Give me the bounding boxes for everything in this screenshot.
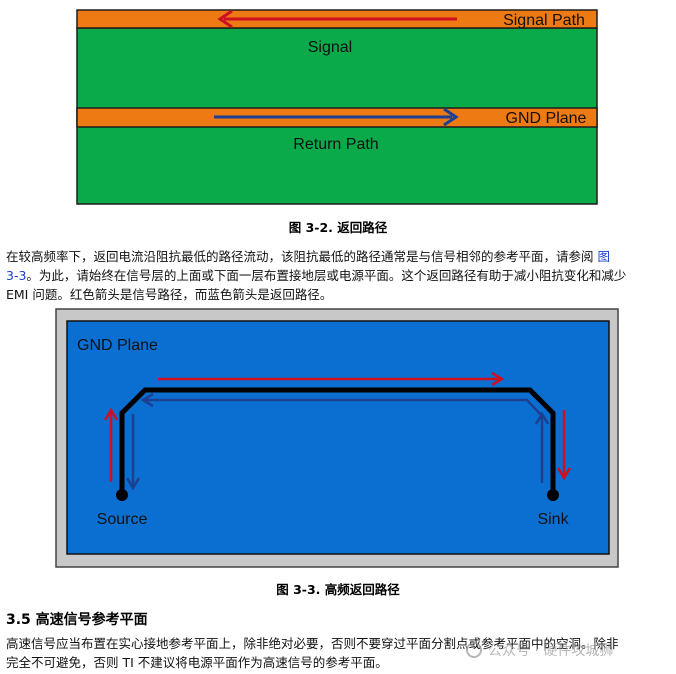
sink-label: Sink bbox=[537, 511, 569, 528]
figure-3-2-caption: 图 3-2. 返回路径 bbox=[288, 220, 388, 235]
section-heading: 3.5 高速信号参考平面 bbox=[6, 612, 148, 628]
paragraph-line-2: 3-3。为此，请始终在信号层的上面或下面一层布置接地层或电源平面。这个返回路径有… bbox=[6, 268, 627, 283]
figure-ref-link[interactable]: 图 bbox=[597, 249, 610, 264]
body-paragraph-2: 高速信号应当布置在实心接地参考平面上，除非绝对必要，否则不要穿过平面分割点或参考… bbox=[6, 634, 666, 672]
return-arrow-left-head bbox=[140, 392, 154, 408]
return-path-figure: Signal Path Signal GND Plane Return Path bbox=[76, 9, 598, 205]
return-arrow-down-head bbox=[125, 477, 141, 491]
section-line-1: 高速信号应当布置在实心接地参考平面上，除非绝对必要，否则不要穿过平面分割点或参考… bbox=[6, 636, 619, 651]
gnd-plane-label-2: GND Plane bbox=[77, 337, 158, 354]
signal-arrow-down-head bbox=[556, 467, 572, 481]
source-pad bbox=[116, 489, 128, 501]
sink-pad bbox=[547, 489, 559, 501]
watermark: 公众号 · 硬件攻城狮 bbox=[466, 640, 613, 660]
wechat-icon bbox=[466, 642, 482, 658]
source-label: Source bbox=[97, 511, 148, 528]
signal-path-label: Signal Path bbox=[503, 12, 585, 29]
signal-trace bbox=[119, 387, 556, 495]
gnd-plane-region bbox=[66, 320, 610, 555]
paragraph-line-3: EMI 问题。红色箭头是信号路径，而蓝色箭头是返回路径。 bbox=[6, 287, 333, 302]
return-arrow-head bbox=[443, 107, 459, 127]
signal-label: Signal bbox=[308, 39, 352, 56]
return-arrow-up-head bbox=[534, 411, 550, 425]
body-paragraph-1: 在较高频率下，返回电流沿阻抗最低的路径流动，该阻抗最低的路径通常是与信号相邻的参… bbox=[6, 247, 666, 304]
figure-3-3-caption: 图 3-3. 高频返回路径 bbox=[276, 582, 400, 597]
section-line-2: 完全不可避免，否则 TI 不建议将电源平面作为高速信号的参考平面。 bbox=[6, 655, 388, 670]
return-arrow-path bbox=[145, 398, 543, 417]
high-frequency-return-figure: GND Plane Source Sink bbox=[55, 308, 619, 568]
signal-arrow-head bbox=[217, 9, 233, 29]
signal-arrow-right-head bbox=[491, 371, 505, 387]
paragraph-line-1: 在较高频率下，返回电流沿阻抗最低的路径流动，该阻抗最低的路径通常是与信号相邻的参… bbox=[6, 249, 610, 264]
figure-ref-link-number[interactable]: 3-3 bbox=[6, 268, 27, 283]
watermark-text: 公众号 · 硬件攻城狮 bbox=[488, 643, 614, 659]
signal-arrow-up-head bbox=[103, 407, 119, 421]
return-path-label: Return Path bbox=[293, 136, 378, 153]
gnd-plane-label: GND Plane bbox=[506, 110, 587, 127]
